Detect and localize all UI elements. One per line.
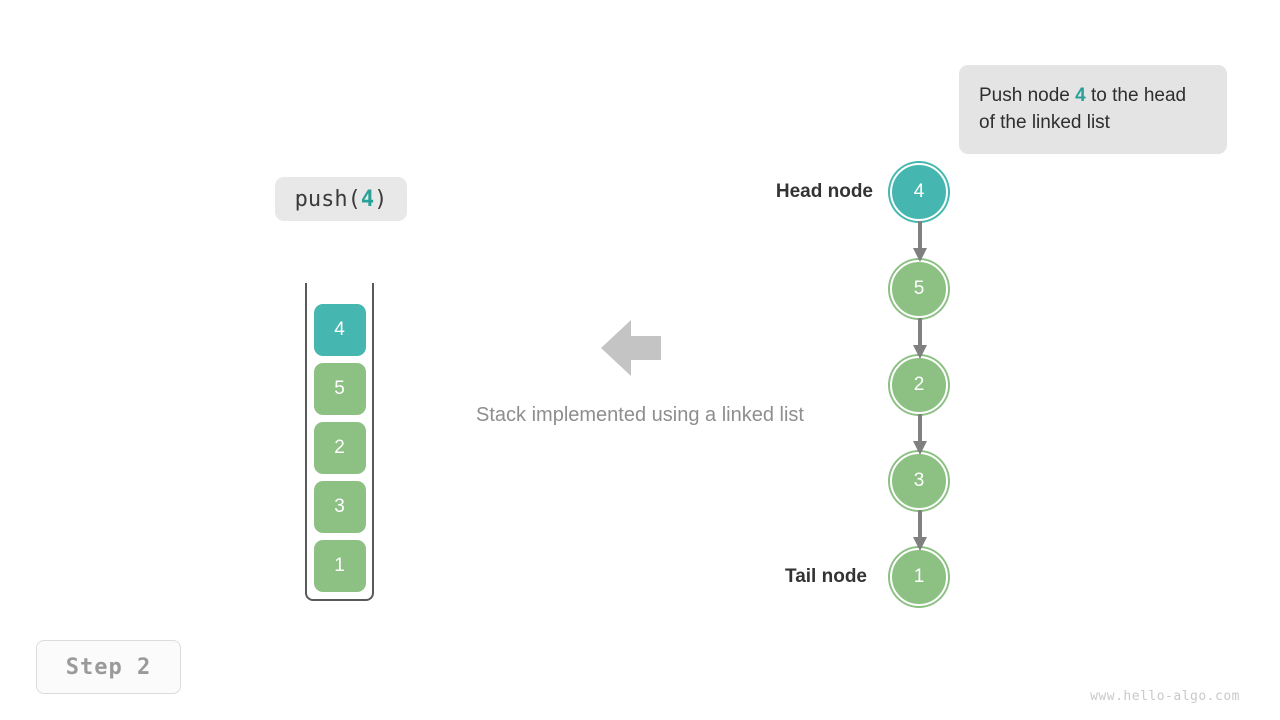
linked-list-node: 3 (890, 452, 948, 510)
callout-value: 4 (1075, 85, 1086, 106)
node-connector-arrow-icon (913, 510, 927, 551)
linked-list-node: 2 (890, 356, 948, 414)
diagram-caption: Stack implemented using a linked list (476, 404, 804, 426)
linked-list-node: 1 (890, 548, 948, 606)
callout-text-after: to the head of the linked list (979, 85, 1187, 133)
stack-item: 2 (313, 422, 366, 474)
operation-name: push( (294, 186, 361, 212)
linked-list-node: 4 (890, 163, 948, 221)
operation-close: ) (374, 186, 388, 212)
tail-node-label: Tail node (785, 566, 867, 587)
node-connector-arrow-icon (913, 221, 927, 262)
node-connector-arrow-icon (913, 318, 927, 359)
stack-item: 3 (313, 481, 366, 533)
operation-chip: push(4) (275, 177, 407, 221)
stack-item: 1 (313, 540, 366, 592)
node-connector-arrow-icon (913, 414, 927, 455)
stack-container: 4 5 2 3 1 (305, 283, 374, 601)
step-badge: Step 2 (36, 640, 181, 694)
callout-box: Push node 4 to the head of the linked li… (959, 65, 1227, 154)
operation-value: 4 (360, 186, 375, 212)
stack-item: 5 (313, 363, 366, 415)
head-node-label: Head node (775, 181, 873, 202)
callout-text-before: Push node (979, 85, 1076, 106)
watermark: www.hello-algo.com (1090, 689, 1240, 704)
linked-list-node: 5 (890, 260, 948, 318)
left-arrow-icon (601, 320, 661, 376)
stack-item: 4 (313, 304, 366, 356)
